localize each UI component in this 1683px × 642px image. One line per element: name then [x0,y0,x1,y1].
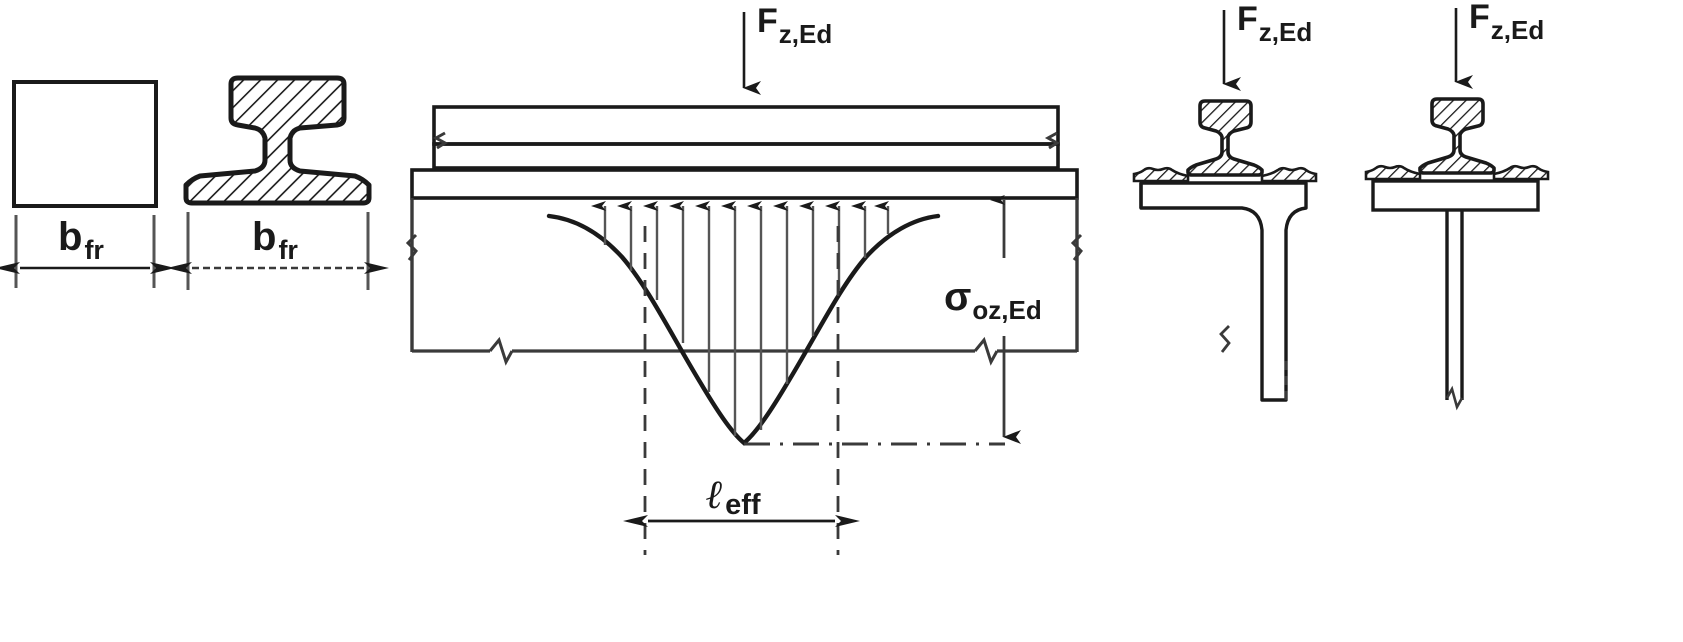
label-sigma-subscript: oz,Ed [972,295,1041,325]
break-symbol-girder-web [1445,385,1464,411]
pressure-arrow-group [591,201,890,436]
break-symbol-rail [432,131,448,150]
panel-rolled-tee: Fz,Ed [1132,0,1318,402]
girder-flange-plate [1371,179,1540,212]
break-symbol-web-edge-right [1070,233,1083,261]
label-bfr-symbol: b [58,215,82,259]
label-force-symbol: F [757,2,778,40]
label-bfr: bfr [58,215,104,265]
small-rail-profile [1186,99,1264,177]
panel-flat-bar-rail: bfr [0,80,175,288]
label-leff-subscript: eff [725,489,761,521]
break-symbol-web-right [973,336,999,366]
label-leff-symbol: ℓ [706,472,723,517]
profile-rail-outline [183,75,372,206]
label-force: Fz,Ed [1237,0,1312,47]
flat-bar-rail-outline [12,80,158,208]
label-leff: ℓeff [706,472,761,521]
fillet-weld-right [1260,166,1318,183]
break-symbol-web-edge-left [405,233,418,261]
panel-elevation: Fz,Ed [405,2,1083,555]
fillet-weld-left [1364,164,1422,181]
label-force-symbol: F [1237,0,1258,38]
label-force-subscript: z,Ed [1259,17,1312,47]
label-sigma: σoz,Ed [944,275,1042,325]
label-force-symbol: F [1469,0,1490,36]
label-force-subscript: z,Ed [1491,15,1544,45]
label-force: Fz,Ed [1469,0,1544,45]
label-force-subscript: z,Ed [779,19,832,49]
panel-profile-rail: bfr [167,75,389,290]
break-symbol-rail-right [1044,131,1060,150]
small-rail-profile [1418,97,1496,175]
flange-plate [410,168,1079,200]
label-force: Fz,Ed [757,2,832,49]
label-sigma-symbol: σ [944,275,971,319]
break-symbol-web-left [488,336,514,366]
panel-welded-plate: Fz,Ed [1364,0,1550,411]
label-bfr-symbol: b [252,215,276,259]
fillet-weld-left [1132,166,1190,183]
label-bfr-subscript: fr [278,235,298,265]
label-bfr: bfr [252,215,298,265]
label-bfr-subscript: fr [84,235,104,265]
rail-pad-band [432,142,1060,170]
rolled-tee-section [1139,181,1308,402]
break-symbol-tee-web [1219,325,1231,353]
fillet-weld-right [1492,164,1550,181]
